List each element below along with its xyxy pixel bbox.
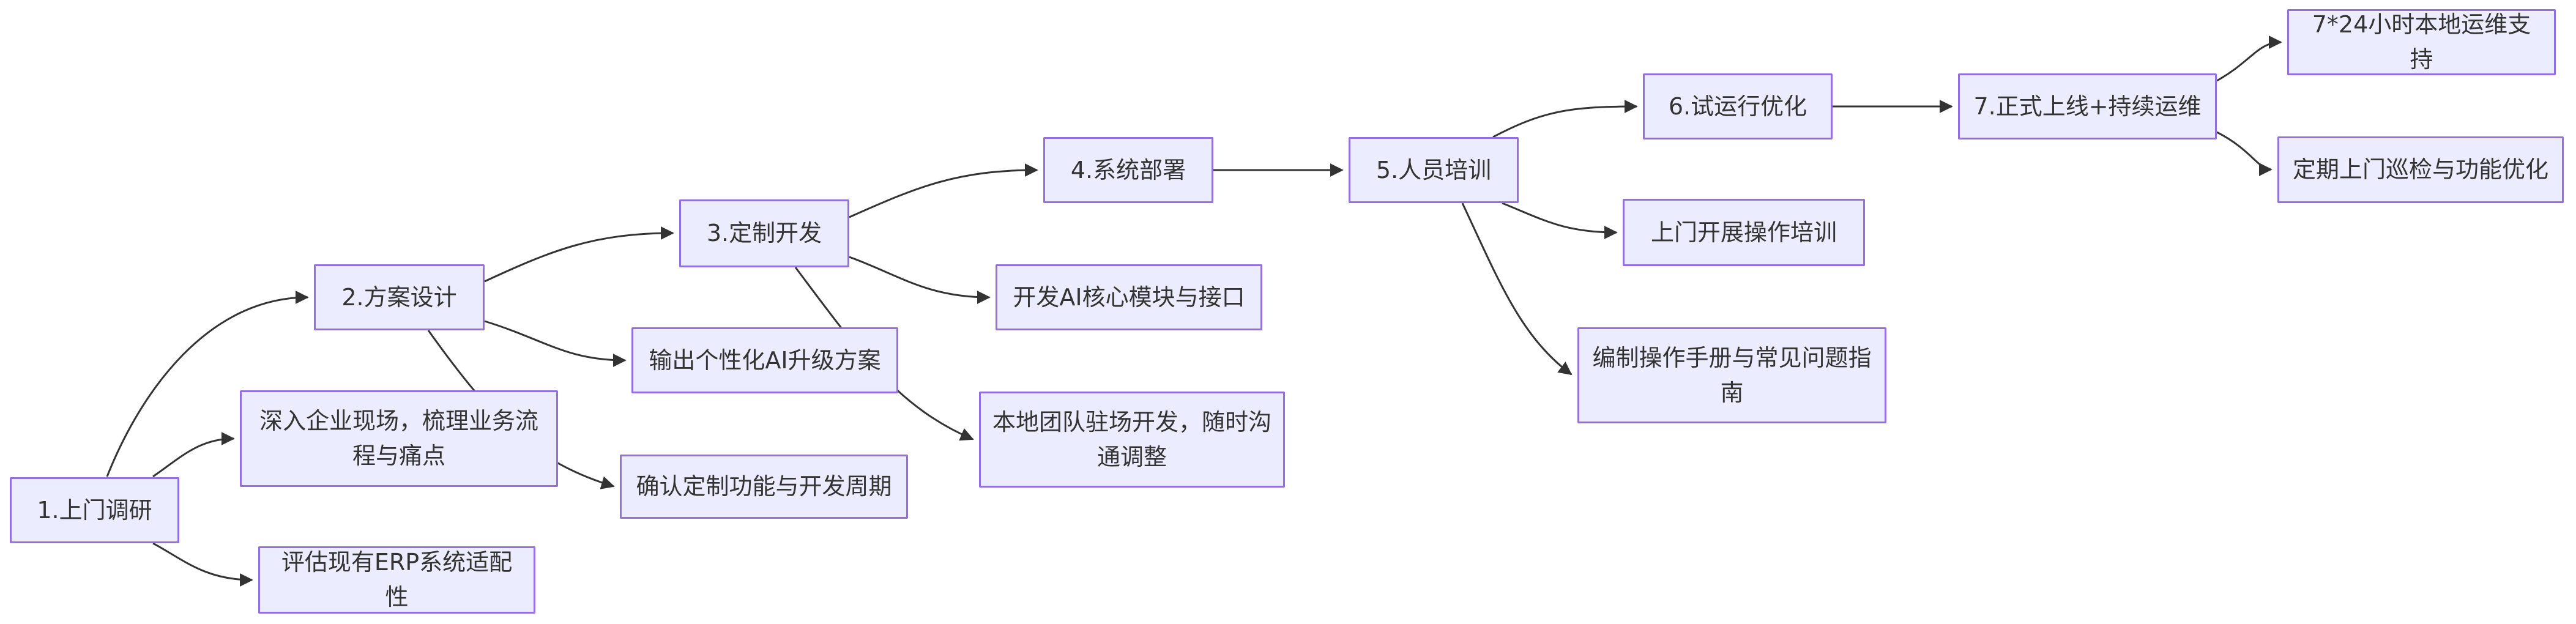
flow-node-step5-detail1: 上门开展操作培训 bbox=[1623, 199, 1865, 266]
edge-step5-to-step6 bbox=[1492, 100, 1638, 138]
flow-node-step1: 1.上门调研 bbox=[10, 477, 179, 543]
flow-node-step6: 6.试运行优化 bbox=[1643, 73, 1833, 139]
flow-node-step7-detail1: 7*24小时本地运维支持 bbox=[2287, 9, 2556, 75]
flow-node-step1-detail2: 评估现有ERP系统适配性 bbox=[258, 546, 535, 614]
edge-step2-to-step3 bbox=[484, 226, 674, 283]
flow-node-step2: 2.方案设计 bbox=[314, 264, 485, 330]
flow-node-step4: 4.系统部署 bbox=[1043, 137, 1213, 203]
edge-step5-to-step5-detail2 bbox=[1461, 202, 1573, 376]
flow-node-step7: 7.正式上线+持续运维 bbox=[1958, 73, 2217, 139]
flow-node-step5: 5.人员培训 bbox=[1349, 137, 1519, 203]
edge-step2-to-step2-detail1 bbox=[484, 320, 627, 367]
edge-step5-to-step5-detail1 bbox=[1502, 202, 1618, 239]
edge-step3-to-step3-detail1 bbox=[849, 256, 991, 304]
flow-node-step3-detail2: 本地团队驻场开发，随时沟通调整 bbox=[979, 392, 1285, 488]
flow-node-step7-detail2: 定期上门巡检与功能优化 bbox=[2277, 136, 2564, 203]
edge-step1-to-step1-detail2 bbox=[152, 542, 253, 587]
flow-node-step1-detail1: 深入企业现场，梳理业务流程与痛点 bbox=[240, 390, 558, 487]
flow-node-step2-detail1: 输出个性化AI升级方案 bbox=[631, 327, 898, 393]
edge-step7-to-step7-detail1 bbox=[2216, 35, 2282, 82]
flow-node-step2-detail2: 确认定制功能与开发周期 bbox=[620, 455, 908, 519]
flow-node-step3-detail1: 开发AI核心模块与接口 bbox=[996, 264, 1262, 330]
edge-step3-to-step4 bbox=[849, 163, 1038, 218]
edge-step1-to-step2 bbox=[106, 291, 309, 477]
flow-node-step3: 3.定制开发 bbox=[679, 199, 849, 267]
edge-step1-to-step1-detail1 bbox=[152, 432, 235, 478]
flow-node-step5-detail2: 编制操作手册与常见问题指南 bbox=[1577, 327, 1886, 423]
edge-step7-to-step7-detail2 bbox=[2216, 131, 2273, 176]
